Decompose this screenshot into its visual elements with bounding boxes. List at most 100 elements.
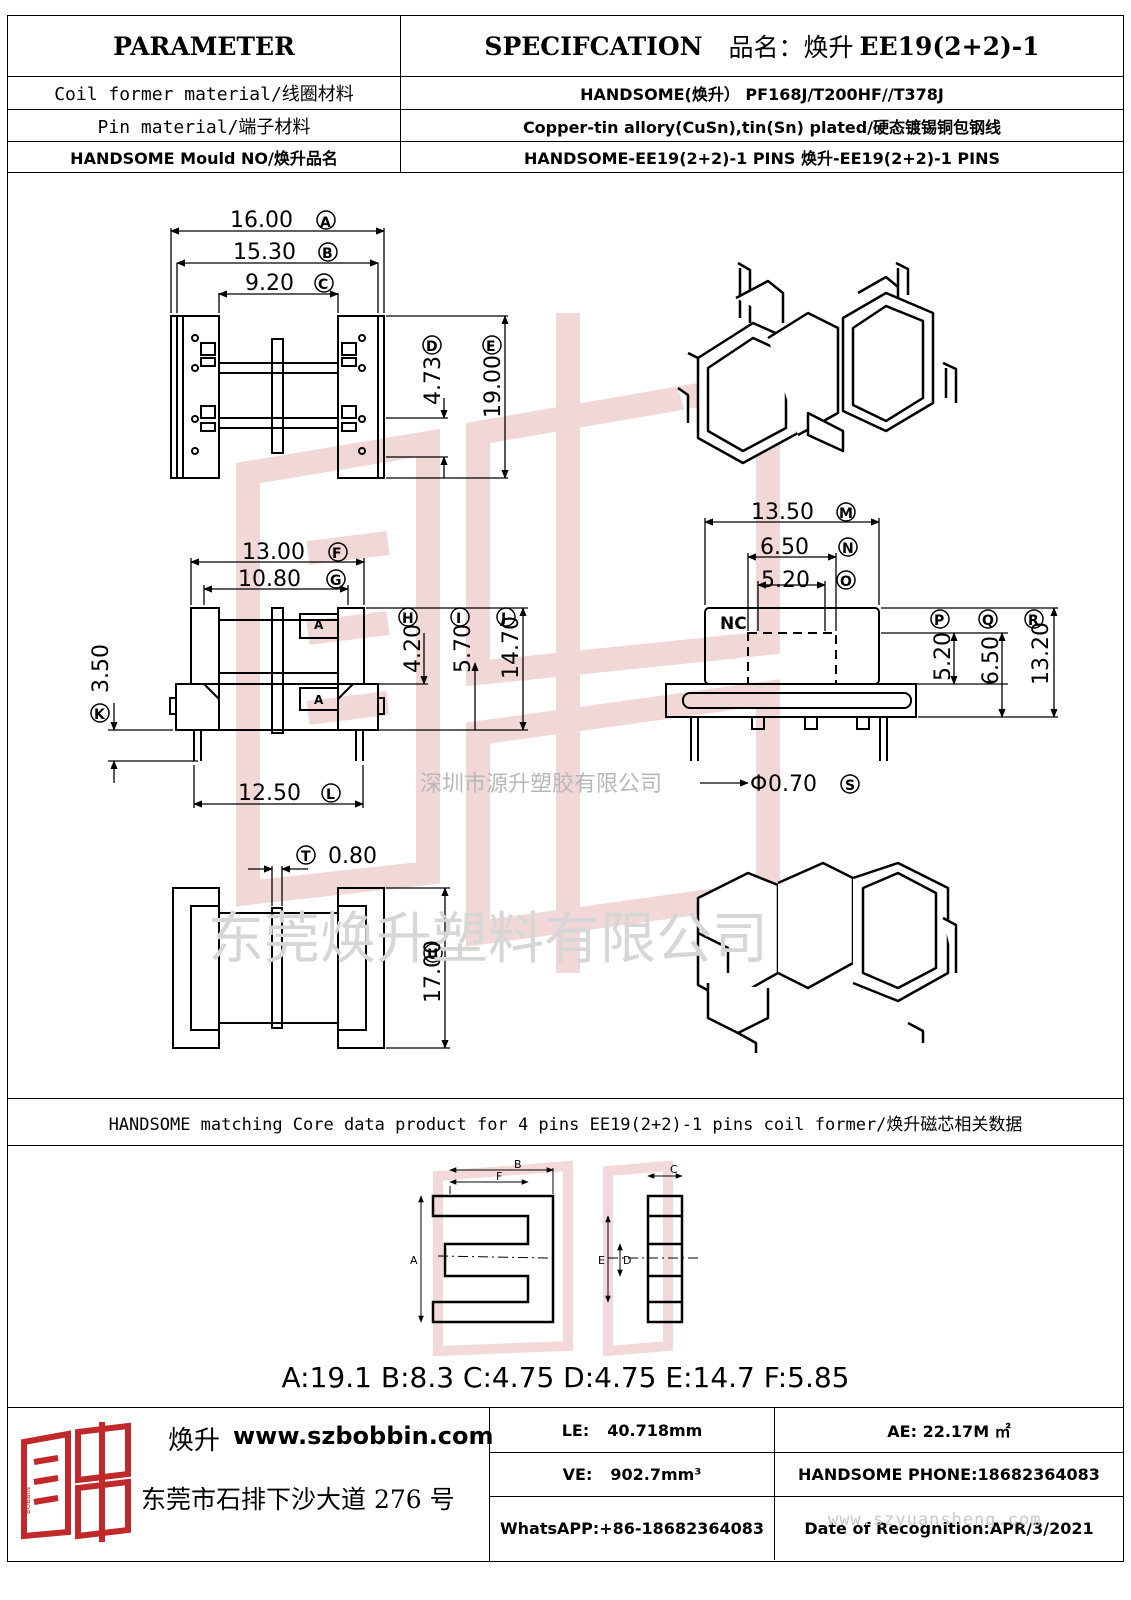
product-code: EE19(2+2)-1 [859, 31, 1040, 61]
svg-text:U: U [427, 947, 438, 963]
svg-text:P: P [934, 613, 944, 629]
section-a-bottom: A [314, 693, 324, 707]
svg-text:Q: Q [982, 613, 994, 629]
dim-j-text: 14.70 [499, 616, 524, 679]
svg-text:A: A [320, 215, 331, 231]
core-letter-e: E [598, 1254, 605, 1267]
dim-q-text: 6.50 [979, 636, 1004, 685]
watermark-small-text: 深圳市源升塑胶有限公司 [420, 772, 662, 797]
product-name-label: 品名：焕升 [728, 33, 854, 62]
core-letters: B F A E D C [410, 1158, 678, 1267]
phone-cell: HANDSOME PHONE:18682364083 [775, 1453, 1123, 1497]
svg-text:F: F [332, 546, 342, 562]
dim-l-text: 12.50 [238, 781, 301, 806]
svg-text:H: H [402, 611, 414, 627]
dim-b-text: 15.30 [233, 240, 296, 265]
dim-t-text: 0.80 [328, 844, 377, 869]
svg-text:K: K [94, 707, 106, 723]
coil-material-row: Coil former material/线圈材料 HANDSOME(焕升） P… [8, 77, 1123, 110]
spec-sheet: PARAMETER SPECIFCATION 品名：焕升 EE19(2+2)-1… [7, 15, 1124, 1562]
ve-label: VE: [562, 1465, 593, 1484]
pin-material-label: Pin material/端子材料 [97, 116, 311, 138]
side-view [665, 607, 917, 761]
coil-material-value: HANDSOME(焕升） PF168J/T200HF//T378J [580, 85, 944, 104]
dim-g-text: 10.80 [238, 567, 301, 592]
section-a-top: A [314, 618, 324, 632]
e-core-side [608, 1194, 698, 1324]
e-core-front [431, 1194, 555, 1324]
front-view [169, 607, 385, 761]
footer-data-grid: LE:40.718mm AE: 22.17M ㎡ VE: 902.7mm³ HAN… [490, 1408, 1123, 1561]
svg-text:D: D [426, 339, 438, 355]
core-data-band: HANDSOME matching Core data product for … [8, 1098, 1123, 1146]
header-title-row: PARAMETER SPECIFCATION 品名：焕升 EE19(2+2)-1 [8, 16, 1123, 77]
logo-text: BOBBIN [24, 1486, 32, 1514]
website-link[interactable]: www.szbobbin.com [233, 1422, 494, 1450]
mould-no-row: HANDSOME Mould NO/焕升品名 HANDSOME-EE19(2+2… [8, 142, 1123, 173]
svg-text:R: R [1028, 613, 1039, 629]
svg-text:J: J [500, 611, 506, 627]
svg-text:B: B [322, 246, 333, 262]
date-cell: Date of Recognition:APR/3/2021 [775, 1497, 1123, 1560]
svg-text:T: T [301, 849, 311, 865]
svg-text:M: M [839, 506, 853, 522]
bottom-view-dims [248, 865, 450, 1049]
dim-e-text: 19.00 [481, 355, 506, 418]
dim-p-text: 5.20 [931, 632, 956, 681]
core-letter-c: C [670, 1163, 678, 1176]
svg-text:C: C [318, 277, 328, 293]
watermark-large-text: 东莞焕升塑料有限公司 [208, 907, 768, 972]
core-letter-a: A [410, 1254, 418, 1267]
dim-s-prefix: Φ [750, 772, 767, 797]
company-address: 东莞市石排下沙大道 276 号 [141, 1485, 455, 1514]
parameter-title: PARAMETER [113, 31, 295, 61]
svg-text:L: L [326, 787, 335, 803]
front-view-labels: 13.00 F 10.80 G A A 4.20 H 5.70 I 14.70 … [89, 540, 524, 806]
header-table: PARAMETER SPECIFCATION 品名：焕升 EE19(2+2)-1… [8, 16, 1123, 173]
core-letter-f: F [496, 1170, 502, 1183]
technical-drawing: 16.00 A 15.30 B 9.20 C 4.73 D 19.00 E [89, 208, 1058, 1053]
ve-value: 902.7mm³ [610, 1465, 702, 1484]
specification-title: SPECIFCATION [484, 31, 703, 61]
dim-c-text: 9.20 [245, 271, 294, 296]
site-watermark: www.szyuansheng.com [828, 1510, 1042, 1530]
front-view-dims [108, 558, 528, 808]
pin-material-row: Pin material/端子材料 Copper-tin allory(CuSn… [8, 110, 1123, 142]
whatsapp-cell: WhatsAPP:+86-18682364083 [490, 1497, 775, 1560]
pin-material-value: Copper-tin allory(CuSn),tin(Sn) plated/硬… [522, 117, 1002, 137]
nc-label: NC [720, 614, 747, 634]
svg-text:S: S [845, 778, 855, 794]
phone-text: HANDSOME PHONE:18682364083 [798, 1465, 1100, 1484]
isometric-bottom-view [696, 861, 958, 1053]
coil-material-label: Coil former material/线圈材料 [54, 84, 354, 105]
dim-a-text: 16.00 [230, 208, 293, 233]
footer: BOBBIN 焕升 www.szbobbin.com 东莞市石排下沙大道 276… [8, 1408, 1123, 1561]
top-view-labels: 16.00 A 15.30 B 9.20 C 4.73 D 19.00 E [230, 208, 506, 418]
brand-name: 焕升 [168, 1426, 221, 1456]
drawing-area: 16.00 A 15.30 B 9.20 C 4.73 D 19.00 E [8, 173, 1123, 1098]
dim-d-text: 4.73 [421, 356, 446, 405]
core-letter-d: D [623, 1254, 631, 1267]
core-data-section: B F A E D C A:19.1 B:8.3 C:4.75 D:4.75 E… [8, 1146, 1123, 1408]
dim-m-text: 13.50 [751, 500, 814, 525]
isometric-top-view [677, 261, 958, 465]
ae-cell: AE: 22.17M ㎡ [775, 1408, 1123, 1453]
core-dims [418, 1167, 683, 1323]
side-view-dims [700, 518, 1058, 787]
ae-value: AE: 22.17M ㎡ [887, 1422, 1011, 1441]
dim-s-text: 0.70 [768, 772, 817, 797]
svg-text:O: O [840, 574, 852, 590]
core-letter-b: B [514, 1158, 522, 1171]
le-cell: LE:40.718mm [490, 1408, 775, 1453]
dim-i-text: 5.70 [451, 624, 476, 673]
core-data-line: A:19.1 B:8.3 C:4.75 D:4.75 E:14.7 F:5.85 [281, 1361, 850, 1394]
dim-f-text: 13.00 [242, 540, 305, 565]
ve-cell: VE: 902.7mm³ [490, 1453, 775, 1497]
company-logo [21, 1422, 131, 1542]
date-text: Date of Recognition:APR/3/2021 [804, 1519, 1094, 1538]
dim-n-text: 6.50 [760, 535, 809, 560]
side-view-labels: 13.50 M 6.50 N 5.20 O NC 5.20 P 6.50 Q 1… [720, 500, 1054, 797]
bottom-view [172, 887, 385, 1049]
svg-text:G: G [330, 573, 342, 589]
bottom-view-labels: T 0.80 17.00 U [296, 844, 446, 1003]
